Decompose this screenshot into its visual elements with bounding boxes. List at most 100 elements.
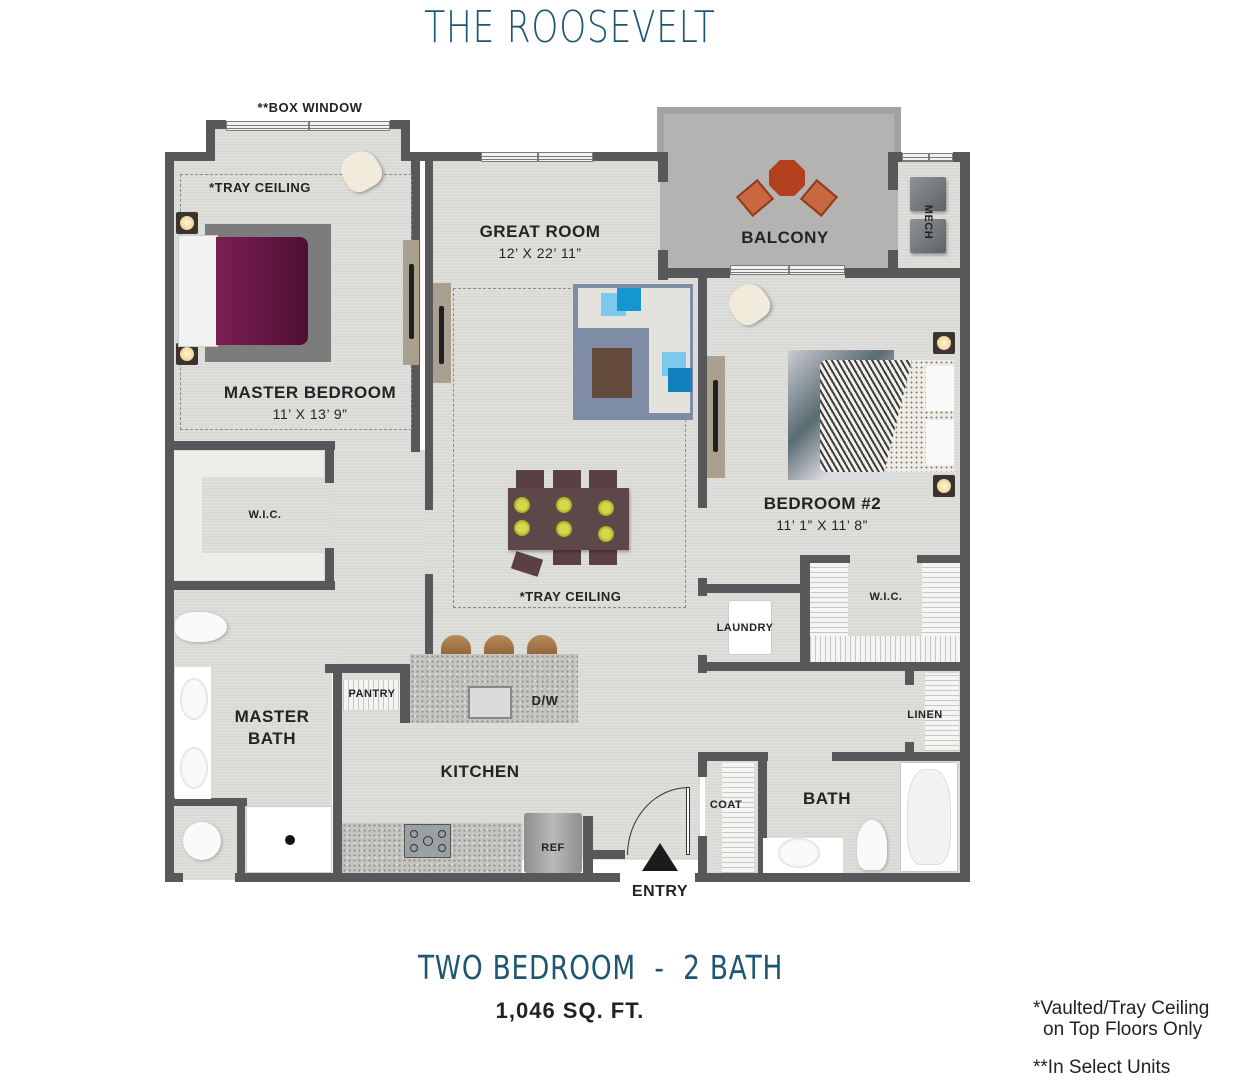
bedroom2-wic-shelf <box>810 636 960 662</box>
mech-window <box>902 153 953 162</box>
plate-icon <box>598 500 614 516</box>
wall <box>165 798 247 806</box>
wall <box>698 752 768 761</box>
wall <box>698 584 808 593</box>
dining-chair-icon <box>516 470 544 490</box>
tv-icon <box>409 264 414 339</box>
great-room-dimensions: 12’ X 22’ 11” <box>498 245 582 261</box>
wall <box>165 152 174 882</box>
wall <box>698 836 707 881</box>
refrigerator-label: REF <box>541 842 565 854</box>
entry-arrow-icon <box>642 843 678 871</box>
dining-chair-icon <box>589 470 617 490</box>
bedroom2-wic-shelf <box>810 563 848 648</box>
wall <box>165 581 335 590</box>
plate-icon <box>556 521 572 537</box>
wall <box>695 873 970 882</box>
master-wic-label: W.I.C. <box>248 509 282 521</box>
dining-chair-icon <box>589 550 617 565</box>
coat-label: COAT <box>709 799 743 811</box>
great-room-tray-ceiling-outline <box>453 288 686 608</box>
footnote-vaulted-line2: on Top Floors Only <box>1043 1019 1203 1040</box>
pantry-shelf <box>343 680 400 710</box>
bar-stool-icon <box>484 635 514 657</box>
wall <box>888 152 898 190</box>
great-room-window <box>481 152 593 162</box>
sink-icon <box>778 838 820 868</box>
wall <box>401 152 481 161</box>
bedroom2-label: BEDROOM #2 <box>763 494 882 513</box>
sink-icon <box>180 747 208 789</box>
master-bath-label-line2: BATH <box>248 729 296 748</box>
coffee-table-icon <box>592 348 632 398</box>
wall <box>698 278 707 508</box>
stove-icon <box>404 824 451 858</box>
wall <box>905 671 914 685</box>
bar-stool-icon <box>527 635 557 657</box>
dishwasher-label: D/W <box>531 693 559 708</box>
sink-icon <box>180 678 208 720</box>
great-room-tray-ceiling-label: *TRAY CEILING <box>519 589 622 604</box>
wall <box>698 662 968 671</box>
plate-icon <box>556 497 572 513</box>
great-room-floor <box>425 160 705 680</box>
kitchen-label: KITCHEN <box>440 762 520 781</box>
footnote-select-units: **In Select Units <box>1033 1057 1171 1078</box>
master-bedroom-label: MASTER BEDROOM <box>223 383 397 402</box>
washer-dryer-icon <box>728 600 772 655</box>
wall <box>235 873 620 882</box>
box-window-label: **BOX WINDOW <box>257 100 363 115</box>
wall <box>206 120 226 129</box>
wall <box>325 441 334 483</box>
coat-closet-shelf <box>722 763 754 873</box>
wall <box>583 816 593 882</box>
dining-chair-icon <box>553 470 581 490</box>
kitchen-sink-icon <box>468 686 512 719</box>
wall <box>165 152 215 161</box>
shower-icon <box>246 806 332 873</box>
wall <box>658 268 730 278</box>
lamp-icon <box>933 475 955 497</box>
master-tray-ceiling-label: *TRAY CEILING <box>209 180 311 195</box>
entry-label: ENTRY <box>631 883 689 900</box>
wall <box>658 152 668 182</box>
mech-unit-icon <box>910 219 946 253</box>
wall <box>905 742 914 756</box>
wall <box>400 673 410 723</box>
wall <box>165 873 183 882</box>
page-title: THE ROOSEVELT <box>424 2 716 53</box>
entry-door[interactable] <box>686 787 690 855</box>
tv-icon <box>439 306 444 364</box>
bar-stool-icon <box>441 635 471 657</box>
wall <box>425 160 433 510</box>
unit-type: TWO BEDROOM - 2 BATH <box>418 948 784 987</box>
balcony-label: BALCONY <box>741 228 829 247</box>
plate-icon <box>598 526 614 542</box>
pillow-icon <box>617 288 641 311</box>
bathtub-icon <box>900 762 958 872</box>
mech-label: MECH <box>922 204 934 240</box>
tv-icon <box>713 380 718 452</box>
dining-chair-icon <box>553 550 581 565</box>
toilet-icon <box>175 612 227 642</box>
master-bed-icon <box>178 235 308 347</box>
wall <box>165 441 335 450</box>
refrigerator-icon <box>524 813 582 873</box>
lamp-icon <box>176 212 198 234</box>
wall <box>325 664 433 673</box>
box-window <box>226 121 390 131</box>
pillow-icon <box>668 368 692 392</box>
hall-floor <box>330 450 430 670</box>
linen-shelf <box>925 673 959 751</box>
master-bath-label-line1: MASTER <box>234 707 310 726</box>
sectional-sofa-icon <box>649 288 690 413</box>
master-bedroom-dimensions: 11’ X 13’ 9” <box>272 406 348 422</box>
bedroom2-bed-icon <box>820 360 954 472</box>
bath-label: BATH <box>803 789 851 808</box>
great-room-label: GREAT ROOM <box>479 222 601 241</box>
wall <box>333 664 342 879</box>
bidet-icon <box>183 822 221 860</box>
pantry-label: PANTRY <box>348 688 396 700</box>
lamp-icon <box>933 332 955 354</box>
